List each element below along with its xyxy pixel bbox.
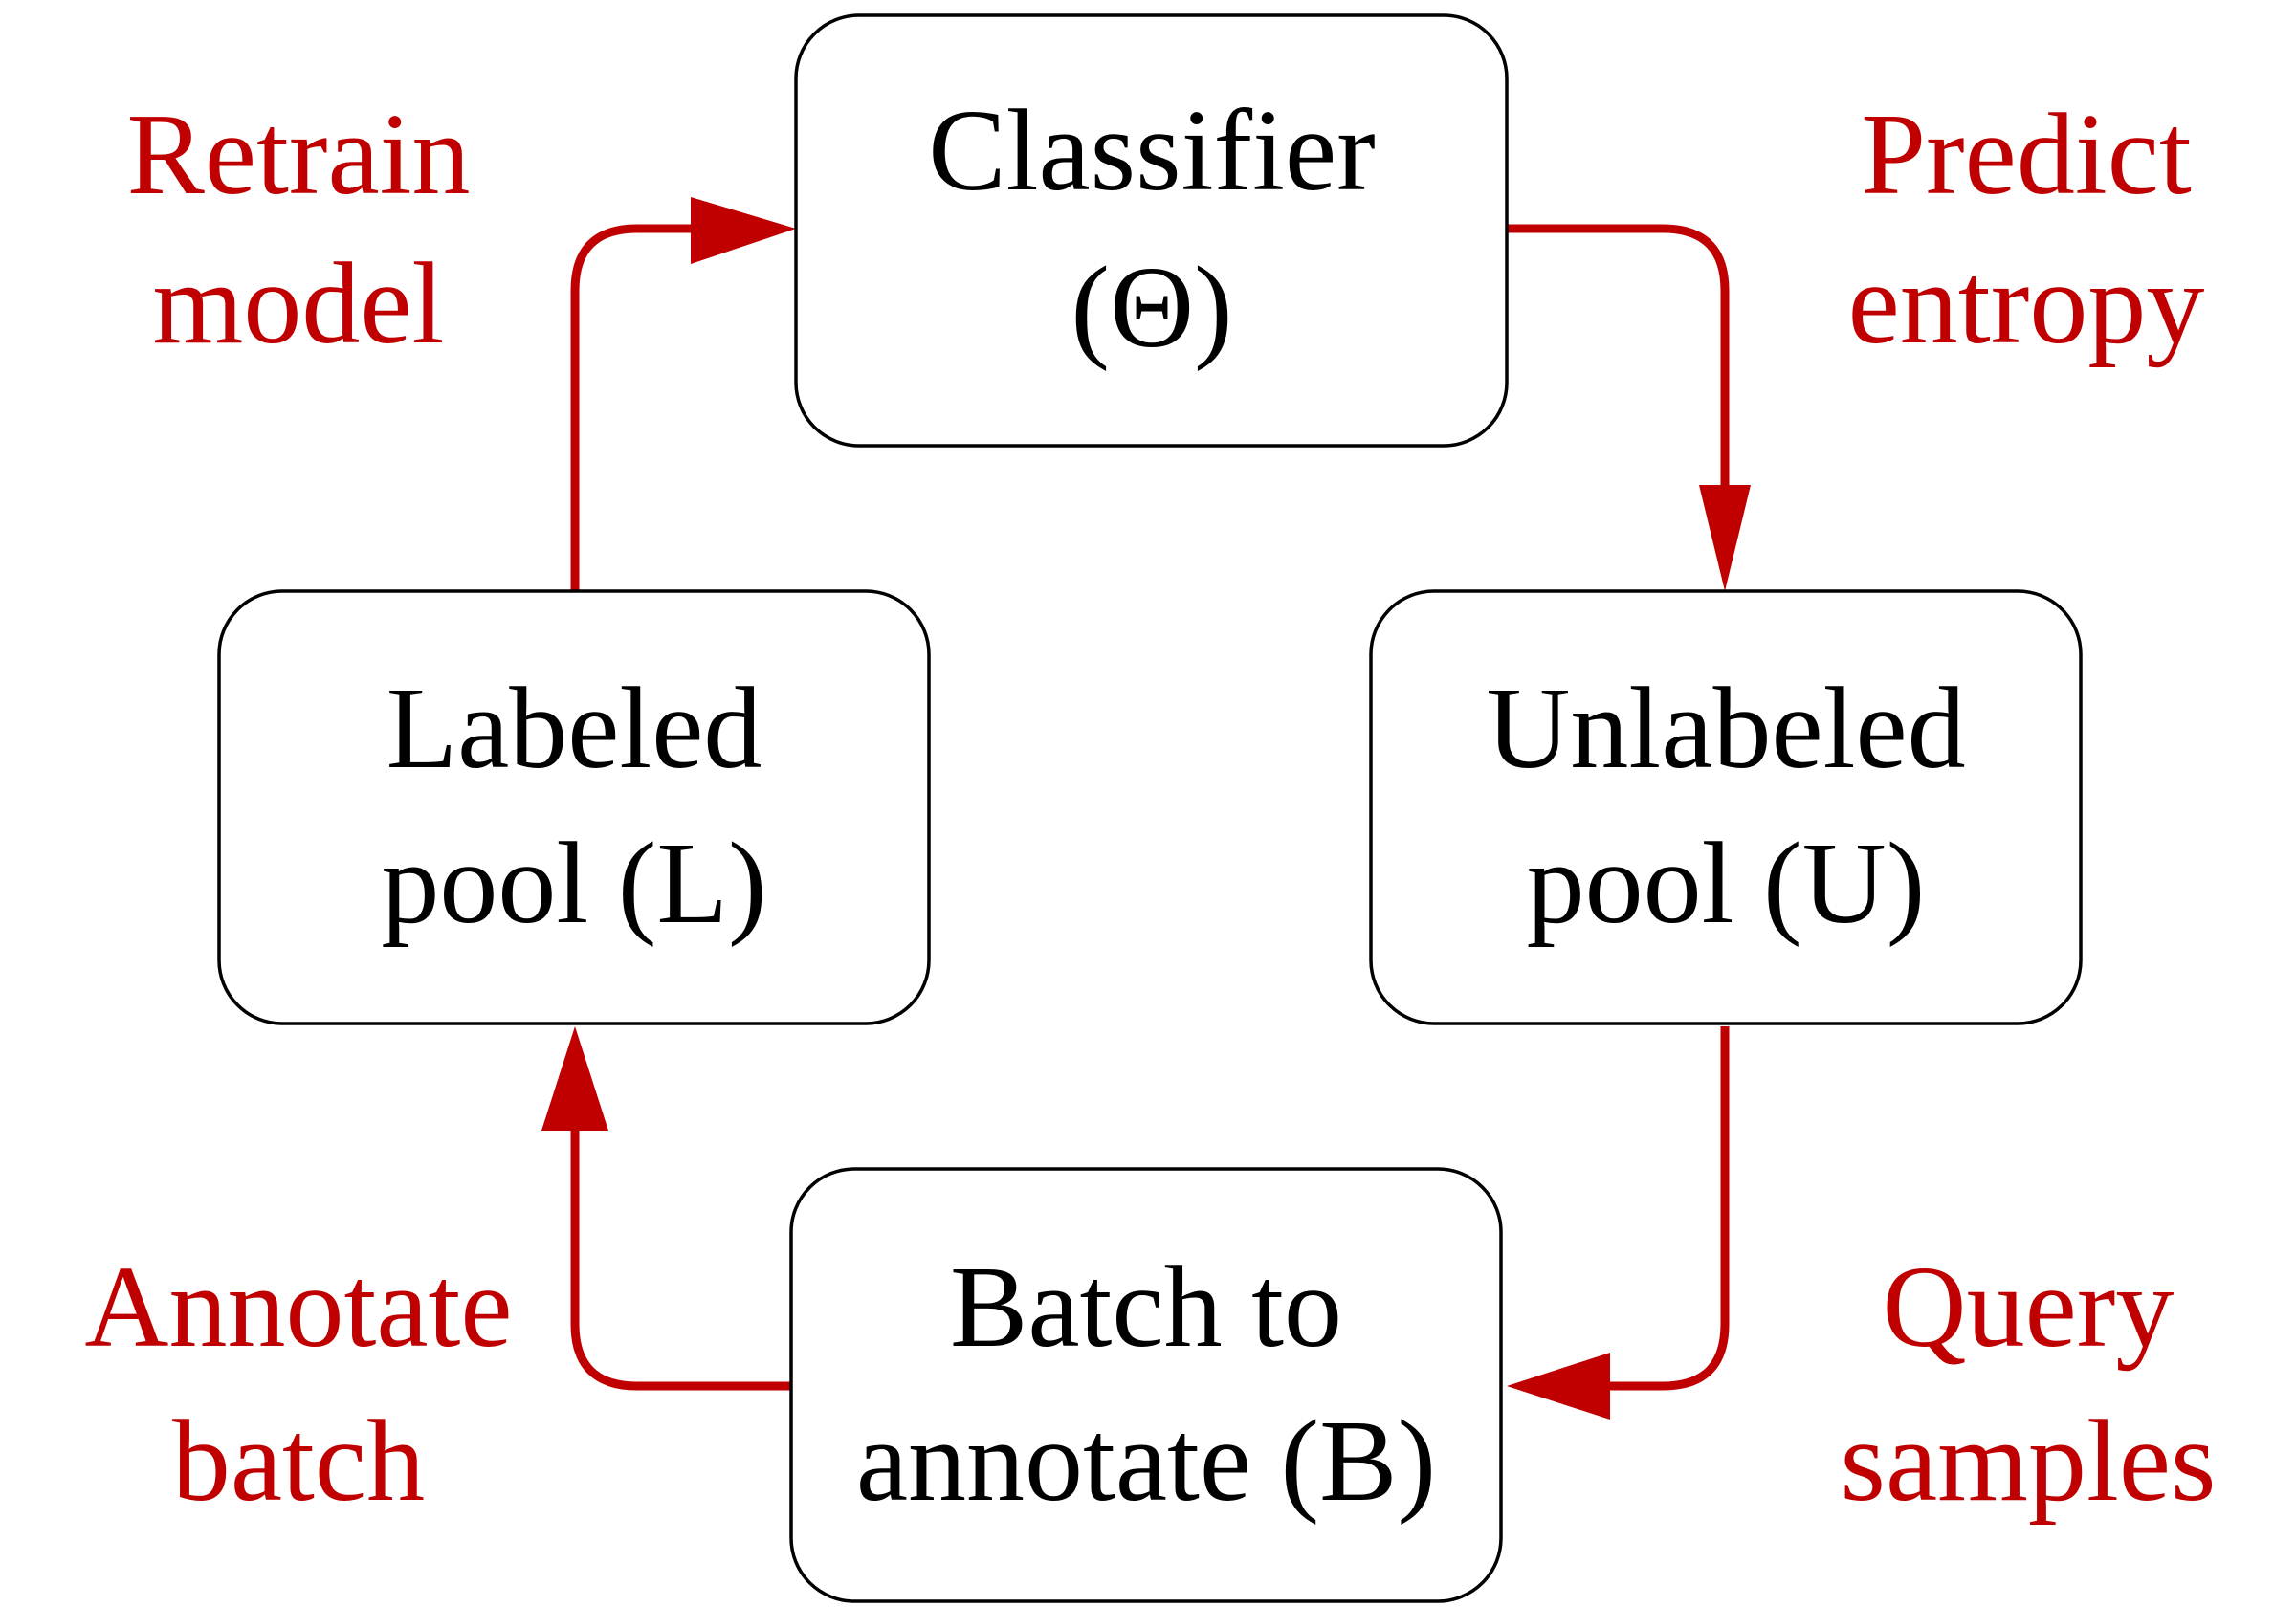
unlabeled-pool-node: Unlabeled pool (U) — [1369, 589, 2083, 1025]
predict-entropy-arrowhead — [1699, 485, 1751, 591]
annotate-batch-label-line1: Annotate — [84, 1243, 512, 1372]
unlabeled-pool-label-line1: Unlabeled — [1486, 664, 1965, 793]
unlabeled-pool-label-line2: pool (U) — [1527, 819, 1926, 948]
classifier-label-line2: (Θ) — [1071, 243, 1232, 372]
annotate-batch-label: Annotate batch — [84, 1243, 512, 1526]
annotate-batch-connector — [570, 1100, 791, 1391]
labeled-pool-label-line1: Labeled — [386, 664, 762, 793]
retrain-model-label-line1: Retrain — [126, 90, 470, 219]
labeled-pool-box — [217, 589, 931, 1025]
classifier-label-line1: Classifier — [928, 86, 1376, 215]
predict-entropy-label-line1: Predict — [1861, 90, 2192, 219]
labeled-pool-label-line2: pool (L) — [381, 819, 766, 948]
classifier-box — [794, 13, 1509, 448]
retrain-model-label-line2: model — [153, 239, 445, 368]
batch-to-annotate-box — [789, 1167, 1503, 1603]
annotate-batch-arrowhead — [541, 1026, 608, 1131]
predict-entropy-connector — [1507, 224, 1730, 517]
batch-to-annotate-label-line2: annotate (B) — [856, 1397, 1436, 1526]
retrain-model-arrowhead — [691, 197, 796, 264]
unlabeled-pool-box — [1369, 589, 2083, 1025]
query-samples-arrowhead — [1507, 1353, 1610, 1420]
batch-to-annotate-label-line1: Batch to — [950, 1243, 1342, 1372]
query-samples-label-line2: samples — [1840, 1397, 2216, 1526]
retrain-model-label: Retrain model — [126, 90, 470, 368]
query-samples-label: Query samples — [1840, 1243, 2216, 1526]
annotate-batch-label-line2: batch — [172, 1397, 425, 1526]
query-samples-connector — [1588, 1026, 1730, 1391]
retrain-model-connector — [570, 224, 708, 591]
predict-entropy-label: Predict entropy — [1848, 90, 2205, 368]
classifier-node: Classifier (Θ) — [794, 13, 1509, 448]
query-samples-label-line1: Query — [1883, 1243, 2175, 1372]
batch-to-annotate-node: Batch to annotate (B) — [789, 1167, 1503, 1603]
labeled-pool-node: Labeled pool (L) — [217, 589, 931, 1025]
predict-entropy-label-line2: entropy — [1848, 239, 2205, 368]
